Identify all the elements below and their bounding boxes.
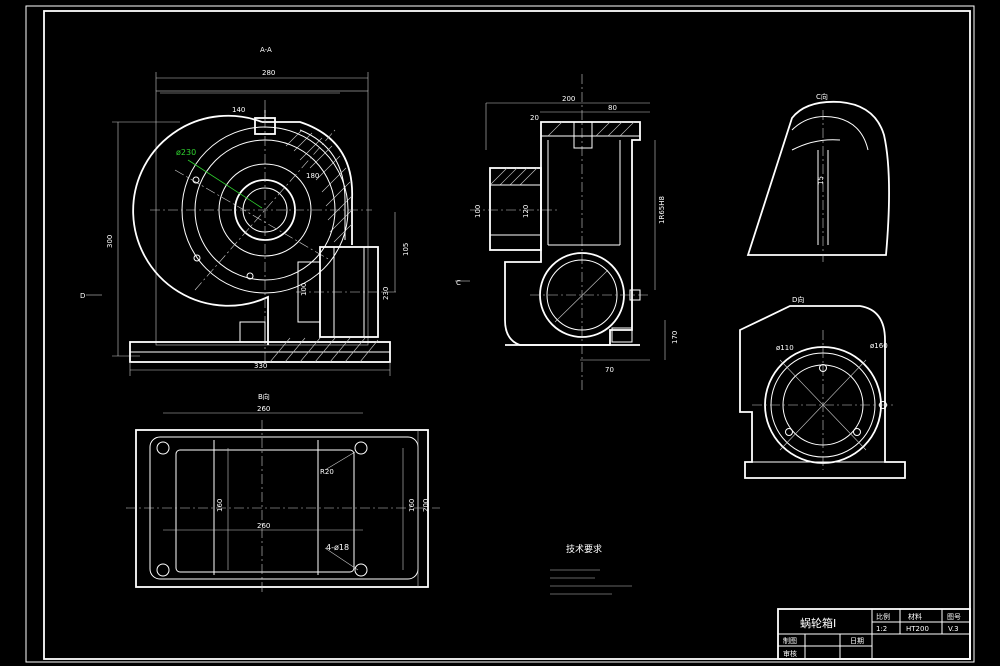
title-part-name: 蜗轮箱I — [800, 616, 836, 630]
title-col-scale: 比例 — [876, 612, 890, 621]
plan-view: B向 260 260 160 160 200 R20 4-ø18 — [126, 392, 440, 595]
dim-side-100: 100 — [474, 205, 482, 218]
title-drawing-no-value: V.3 — [948, 625, 959, 633]
title-block: 蜗轮箱I 比例 材料 图号 1:2 HT200 V.3 制图 审核 日期 — [777, 608, 971, 660]
svg-text:B向: B向 — [258, 392, 270, 401]
dim-detail-110: ø110 — [776, 344, 794, 352]
dim-side-r: 1R65H8 — [658, 196, 666, 224]
dim-230-front: 230 — [382, 287, 390, 300]
svg-text:C向: C向 — [816, 92, 828, 101]
section-label: A-A — [260, 46, 272, 54]
dim-side-20: 20 — [530, 114, 539, 122]
dim-side-170: 170 — [671, 331, 679, 344]
title-scale-value: 1:2 — [876, 625, 887, 633]
title-row-date: 日期 — [850, 637, 864, 645]
tech-req-heading: 技术要求 — [566, 543, 602, 555]
svg-text:R20: R20 — [320, 468, 334, 476]
side-view: 200 80 20 100 120 — [455, 74, 679, 390]
tech-requirements: 技术要求 — [550, 543, 632, 595]
svg-text:D向: D向 — [792, 295, 804, 304]
detail-view-bottom: D向 ø110 ø160 — [739, 295, 906, 479]
dim-105: 105 — [402, 243, 410, 256]
dim-side-120: 120 — [522, 205, 530, 218]
dim-front-height: 300 — [106, 235, 114, 248]
dim-100-front: 100 — [300, 283, 308, 296]
svg-text:C: C — [456, 279, 461, 287]
title-col-drawing-no: 图号 — [947, 613, 961, 621]
dim-plan-260-bottom: 260 — [257, 522, 270, 530]
dim-side-70: 70 — [605, 366, 614, 374]
dim-plan-260-top: 260 — [257, 405, 270, 413]
title-material-value: HT200 — [906, 625, 929, 633]
dim-diameter-230: ø230 — [176, 148, 196, 157]
inner-frame — [43, 10, 971, 660]
title-row-drawn: 制图 — [783, 636, 797, 645]
dim-detail-160: ø160 — [870, 342, 888, 350]
title-row-checked: 审核 — [783, 649, 797, 658]
dim-side-top: 200 — [562, 95, 575, 103]
dim-detail-small: 15 — [817, 176, 825, 185]
detail-view-top: C向 15 — [746, 92, 890, 262]
svg-text:D: D — [80, 292, 85, 300]
dim-140: 140 — [232, 106, 245, 114]
dim-front-width: 280 — [262, 69, 275, 77]
dim-r80: 180 — [306, 172, 319, 180]
dim-plan-200: 200 — [422, 499, 430, 512]
dim-plan-160-right: 160 — [408, 499, 416, 512]
dim-plan-160-left: 160 — [216, 499, 224, 512]
dim-side-80: 80 — [608, 104, 617, 112]
dim-plan-holes: 4-ø18 — [326, 543, 349, 552]
front-view: 280 A-A 140 300 D — [80, 46, 410, 376]
outer-frame — [25, 5, 975, 663]
title-col-material: 材料 — [908, 612, 922, 621]
dim-base-330: 330 — [254, 362, 267, 370]
